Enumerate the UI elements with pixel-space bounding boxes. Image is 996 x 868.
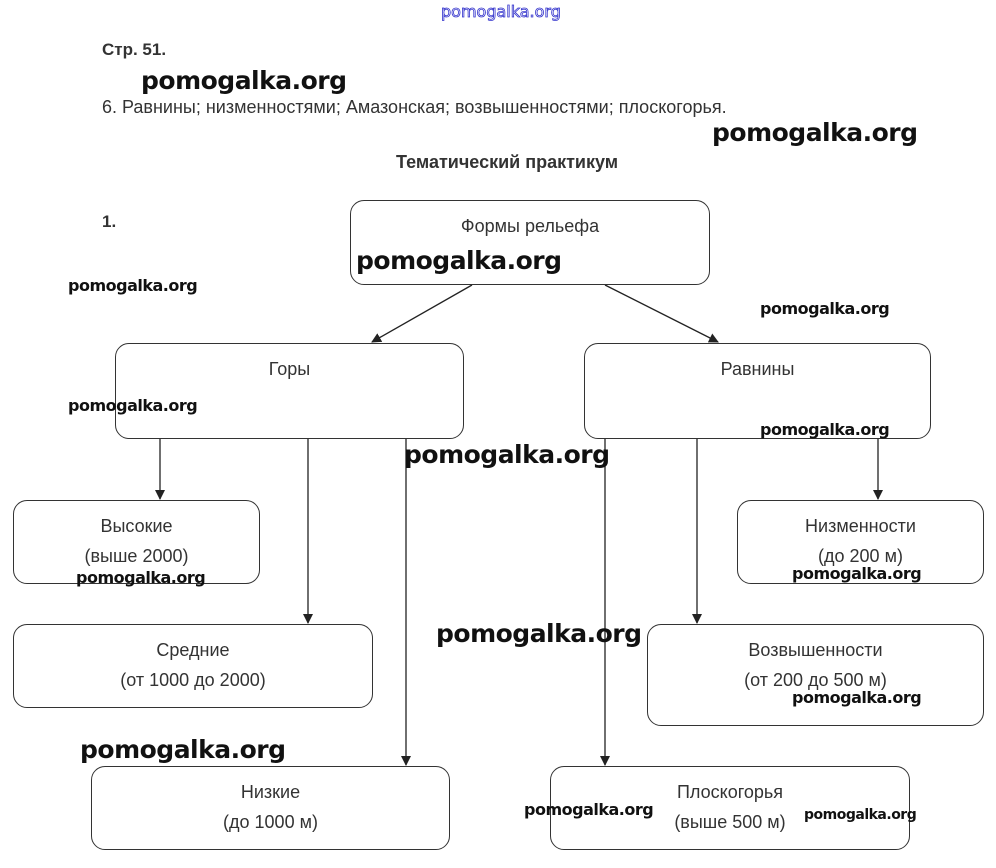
title: Высокие [100, 516, 173, 536]
box-root: Формы рельефа [350, 200, 710, 285]
title: Низкие [240, 782, 301, 802]
watermark: pomogalka.org [404, 440, 610, 469]
watermark: pomogalka.org [68, 276, 198, 295]
box-low-mountains: Низкие (до 1000 м) [91, 766, 450, 850]
page-reference: Стр. 51. [102, 40, 167, 59]
watermark: pomogalka.org [792, 564, 922, 583]
plains-label: Равнины [720, 359, 795, 379]
watermark: pomogalka.org [760, 299, 890, 318]
title: Возвышенности [748, 640, 883, 660]
watermark: pomogalka.org [760, 420, 890, 439]
box-mountains: Горы [115, 343, 464, 439]
range: (от 200 до 500 м) [744, 670, 887, 690]
watermark: pomogalka.org [80, 735, 286, 764]
box-plateaus: Плоскогорья (выше 500 м) [550, 766, 910, 850]
box-plains: Равнины [584, 343, 931, 439]
watermark: pomogalka.org [804, 807, 917, 823]
watermark: pomogalka.org [712, 118, 918, 147]
watermark: pomogalka.org [792, 688, 922, 707]
watermark: pomogalka.org [68, 396, 198, 415]
watermark: pomogalka.org [76, 568, 206, 587]
range: (до 1000 м) [223, 812, 318, 832]
range: (от 1000 до 2000) [120, 670, 266, 690]
task-number: 1. [102, 212, 117, 231]
box-lowlands: Низменности (до 200 м) [737, 500, 984, 584]
watermark: pomogalka.org [524, 800, 654, 819]
section-title: Тематический практикум [396, 152, 619, 172]
answer-6: 6. Равнины; низменностями; Амазонская; в… [102, 97, 727, 117]
range: (до 200 м) [818, 546, 903, 566]
arrow-root-plains [604, 284, 719, 343]
watermark: pomogalka.org [141, 66, 347, 95]
root-label: Формы рельефа [460, 216, 600, 236]
range: (выше 500 м) [674, 812, 786, 832]
box-medium-mountains: Средние (от 1000 до 2000) [13, 624, 373, 708]
title: Средние [156, 640, 230, 660]
mountains-label: Горы [268, 359, 311, 379]
box-high-mountains: Высокие (выше 2000) [13, 500, 260, 584]
watermark: pomogalka.org [436, 619, 642, 648]
watermark-top: pomogalka.org [441, 2, 562, 22]
watermark: pomogalka.org [356, 246, 562, 275]
range: (выше 2000) [84, 546, 189, 566]
arrow-root-mountains [371, 284, 473, 343]
title: Низменности [805, 516, 916, 536]
title: Плоскогорья [676, 782, 784, 802]
box-uplands: Возвышенности (от 200 до 500 м) [647, 624, 984, 726]
